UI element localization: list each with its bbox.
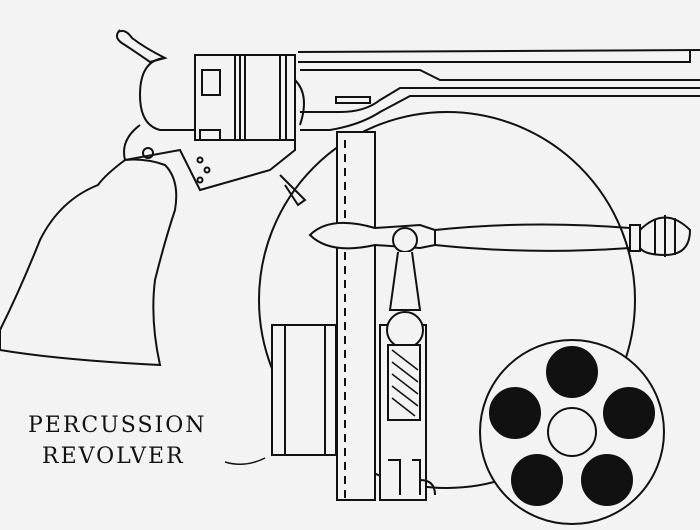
caption-line-1: PERCUSSION bbox=[28, 413, 207, 438]
cylinder-end-view bbox=[479, 339, 665, 525]
chamber bbox=[379, 311, 436, 501]
plunger-handle bbox=[308, 215, 692, 311]
frame bbox=[123, 124, 307, 207]
caption-line-2: REVOLVER bbox=[42, 444, 185, 469]
side-block bbox=[271, 324, 337, 456]
grip bbox=[0, 158, 178, 367]
hammer bbox=[115, 29, 168, 64]
barrel bbox=[297, 49, 700, 131]
loading-rod bbox=[336, 131, 376, 501]
cylinder bbox=[138, 54, 305, 141]
caption-flourish bbox=[224, 457, 266, 465]
